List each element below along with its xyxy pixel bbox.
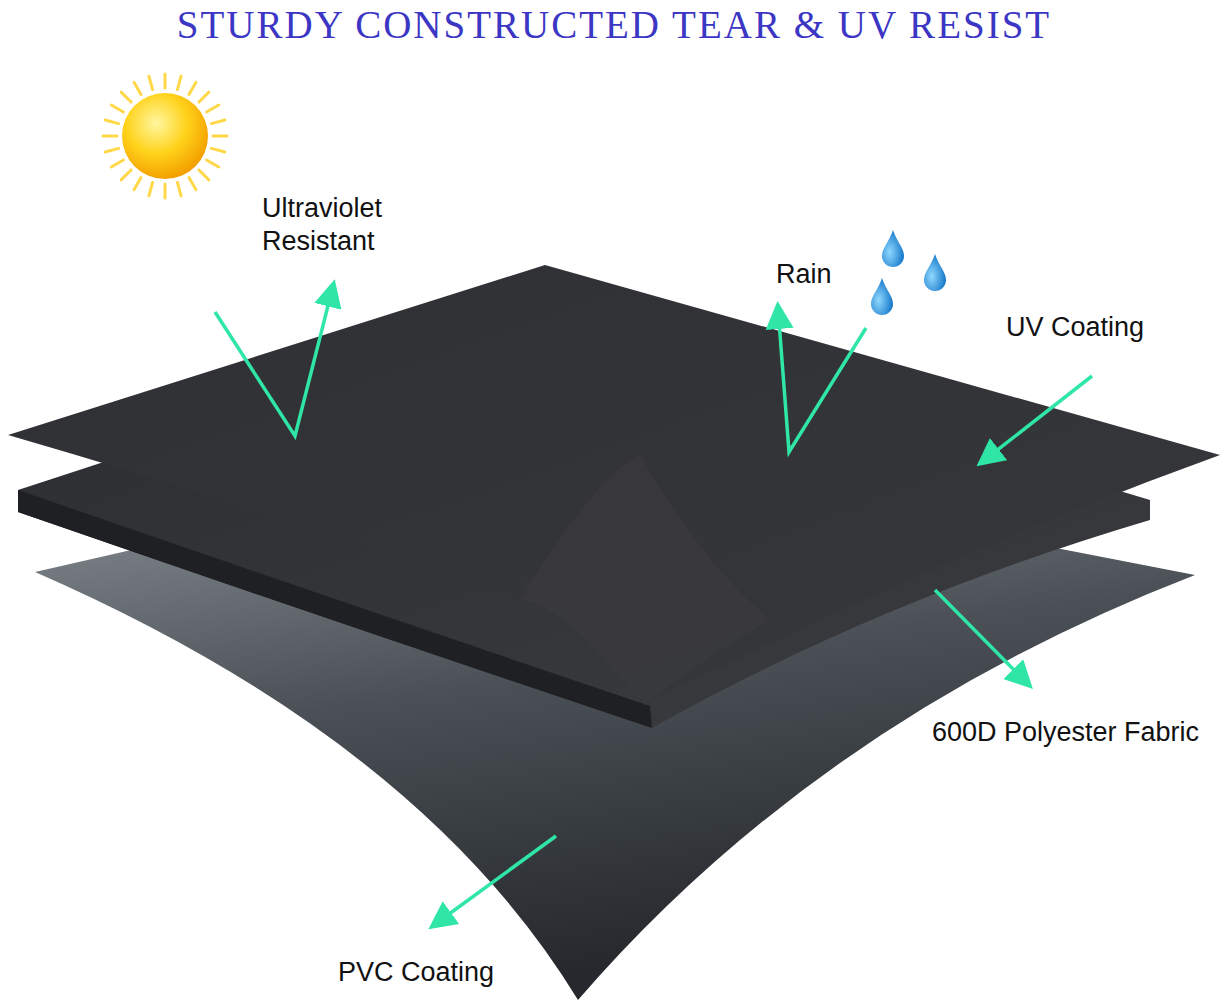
callout-label: PVC Coating <box>338 956 558 989</box>
rain-drops <box>871 230 946 315</box>
callout-label: UV Coating <box>1006 311 1206 344</box>
callout-label: 600D Polyester Fabric <box>932 716 1222 749</box>
coating-layer <box>8 265 1220 705</box>
callout-label: Ultraviolet Resistant <box>262 192 442 258</box>
sun-icon <box>103 74 227 198</box>
sheet-fold <box>520 455 770 705</box>
leader-arrows <box>215 286 1092 925</box>
callout-label: Rain <box>776 258 866 291</box>
title: STURDY CONSTRUCTED TEAR & UV RESIST <box>0 2 1228 47</box>
